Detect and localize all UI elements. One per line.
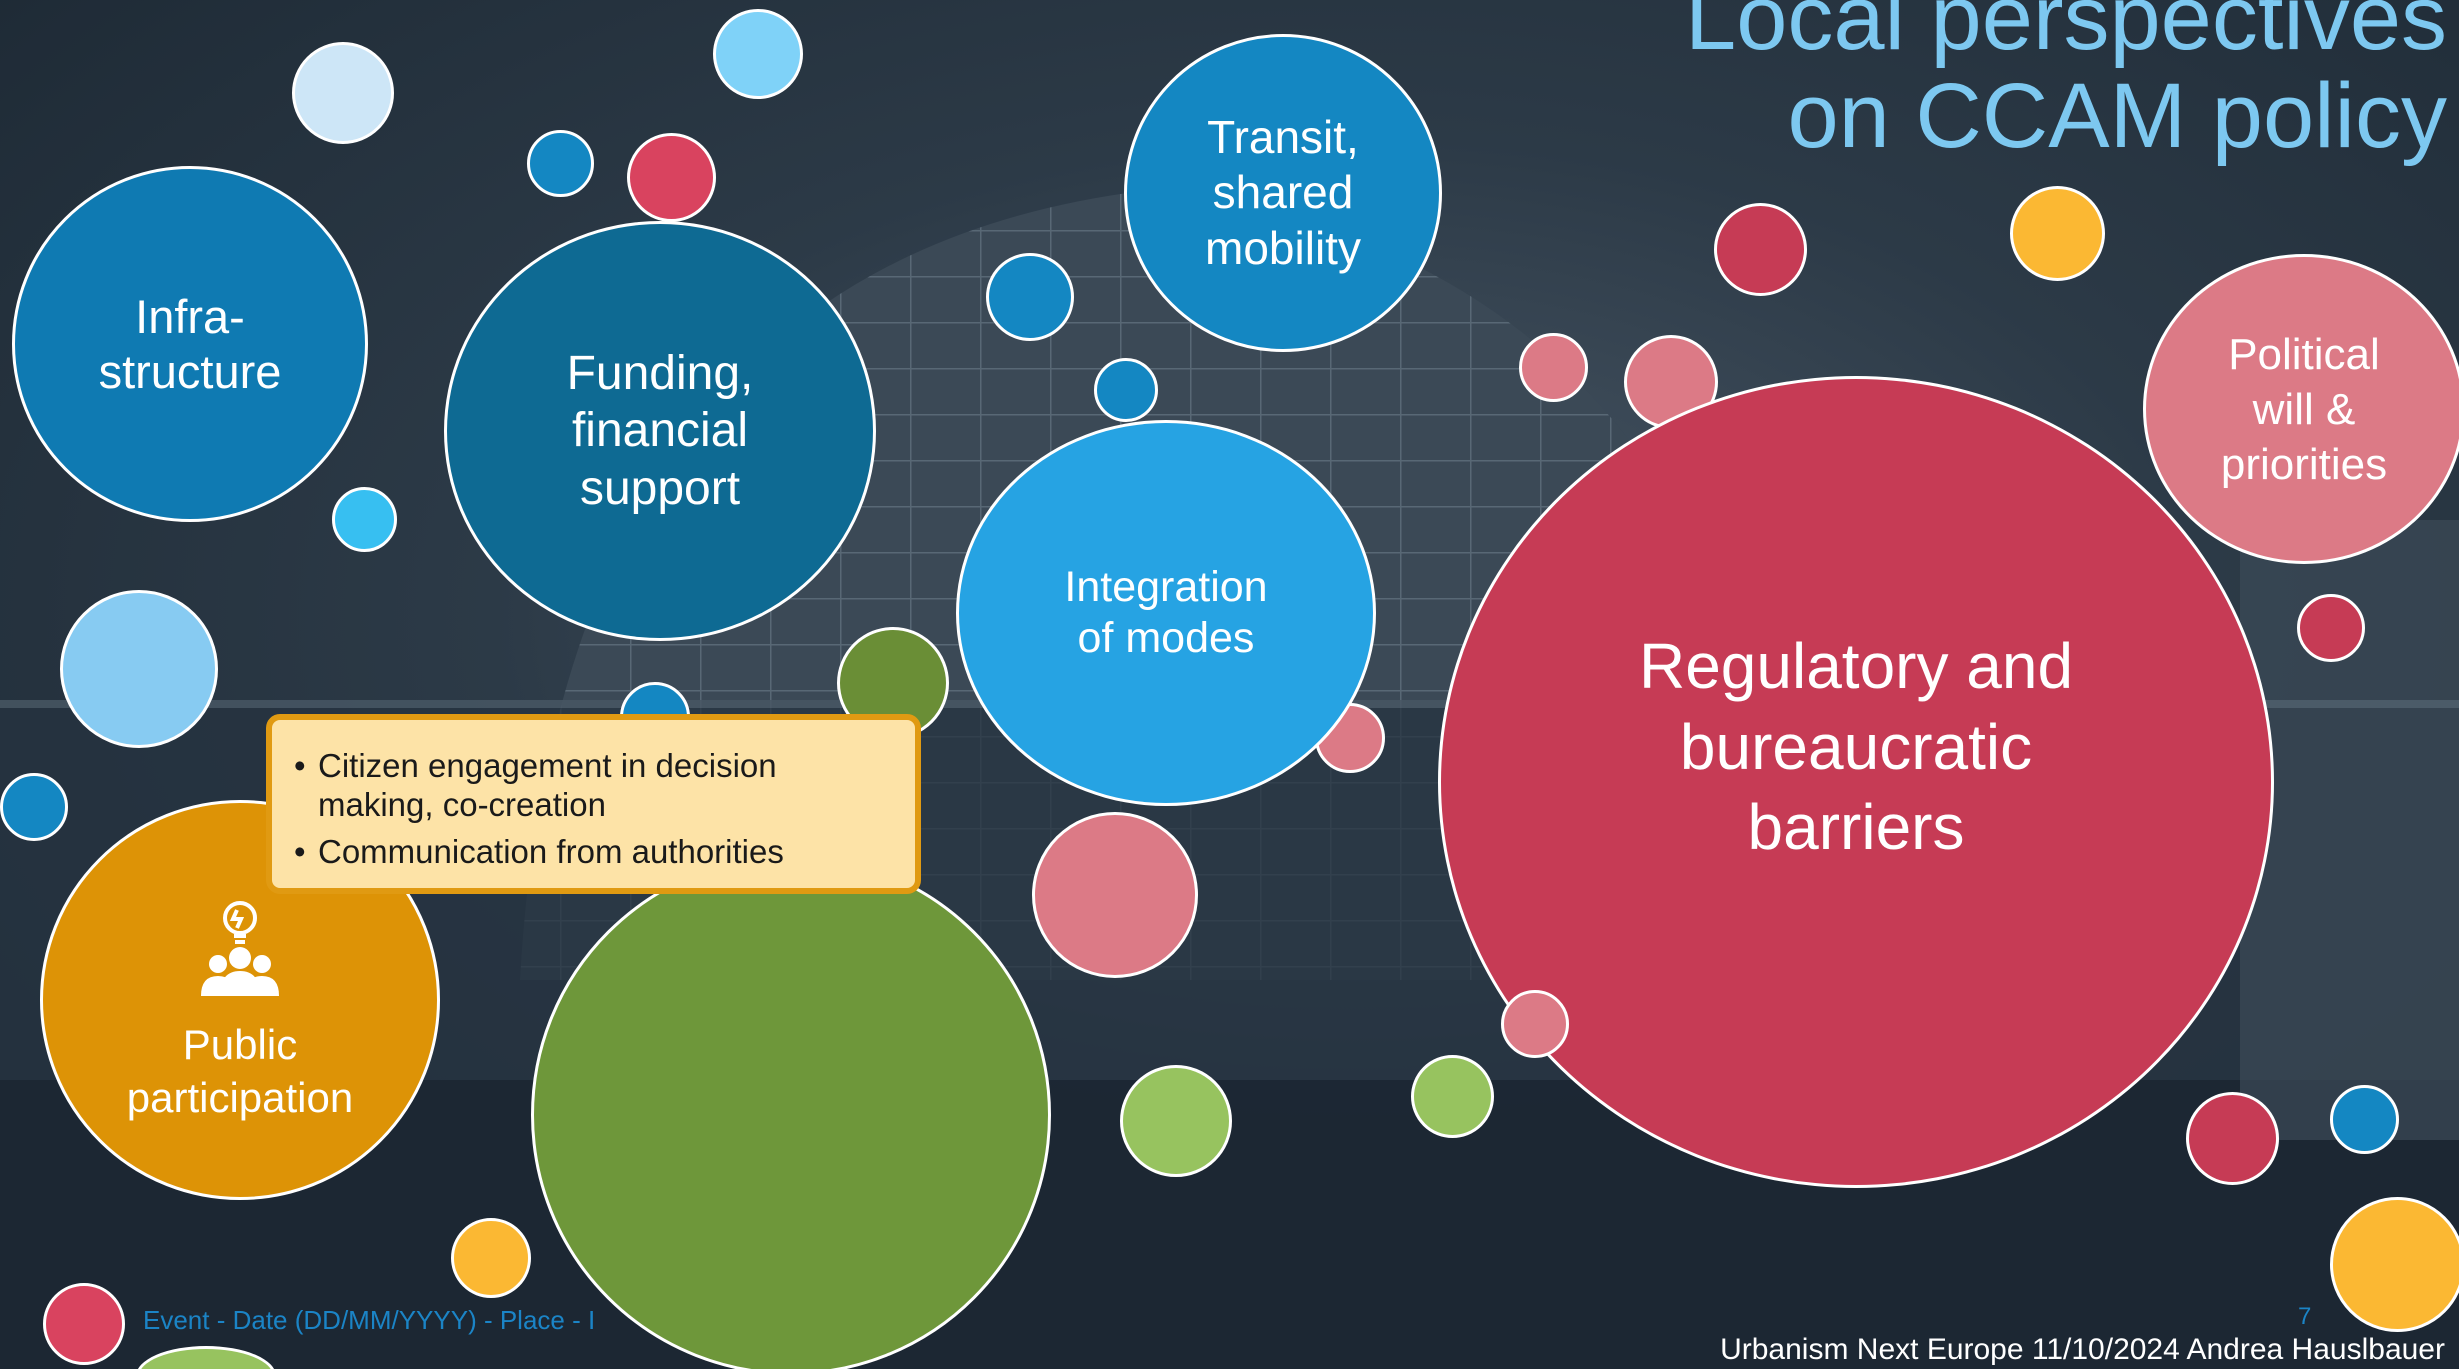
bubble-political-line-2: will & (2252, 384, 2356, 434)
bubble-integration-line-1: Integration (1064, 563, 1268, 612)
deco-bubble (2010, 186, 2105, 281)
deco-bubble (713, 9, 803, 99)
deco-bubble (527, 130, 594, 197)
bubble-funding-line-2: financial (571, 404, 749, 458)
footer-event-placeholder: Event - Date (DD/MM/YYYY) - Place - I (143, 1305, 596, 1335)
deco-bubble (1094, 358, 1158, 422)
deco-bubble (627, 133, 716, 222)
deco-bubble (1624, 335, 1718, 429)
deco-bubble (292, 42, 394, 144)
callout-list: Citizen engagement in decision making, c… (294, 746, 895, 871)
bubble-political: Political will & priorities (2143, 254, 2459, 564)
slide-title: Local perspectives on CCAM policy (1685, 0, 2447, 165)
deco-bubble (1411, 1055, 1494, 1138)
bubble-public-participation-line-1: Public (182, 1020, 298, 1068)
bubble-political-line-1: Political (2228, 329, 2380, 379)
deco-bubble (43, 1283, 125, 1365)
deco-bubble (2186, 1092, 2279, 1185)
title-line-1: Local perspectives (1685, 0, 2447, 69)
deco-bubble (2330, 1197, 2459, 1332)
bubble-funding-line-1: Funding, (566, 346, 754, 400)
bubble-political-line-3: priorities (2220, 439, 2388, 489)
callout-item: Citizen engagement in decision making, c… (294, 746, 895, 824)
deco-bubble (60, 590, 218, 748)
page-number: 7 (2298, 1303, 2312, 1330)
bubble-transit-line-2: shared (1212, 166, 1354, 219)
green-bubble (531, 855, 1051, 1369)
bubble-infrastructure: Infra- structure (12, 166, 368, 522)
footer-credit: Urbanism Next Europe 11/10/2024 Andrea H… (1720, 1333, 2445, 1366)
bubble-infrastructure-line-2: structure (98, 345, 282, 398)
deco-bubble (2297, 594, 2365, 662)
deco-bubble (1714, 203, 1807, 296)
deco-bubble (0, 773, 68, 841)
deco-bubble (451, 1218, 531, 1298)
deco-bubble (986, 253, 1074, 341)
deco-bubble (1519, 333, 1588, 402)
bubble-public-participation: Public participation (40, 800, 440, 1200)
bubble-infrastructure-line-1: Infra- (135, 289, 245, 343)
bubble-regulatory-line-3: barriers (1747, 791, 1965, 864)
bubble-funding-line-3: support (579, 461, 741, 515)
bubble-transit-line-1: Transit, (1207, 111, 1359, 164)
deco-bubble (2330, 1085, 2399, 1154)
deco-bubble (1120, 1065, 1232, 1177)
bubble-transit-line-3: mobility (1205, 221, 1361, 274)
bubble-integration-line-2: of modes (1077, 614, 1255, 662)
deco-bubble (1501, 990, 1569, 1058)
bubble-public-participation-line-2: participation (126, 1073, 354, 1121)
callout-box: Citizen engagement in decision making, c… (266, 714, 921, 894)
bubble-integration: Integration of modes (956, 420, 1376, 806)
bubble-regulatory-line-1: Regulatory and (1638, 630, 2074, 703)
lightbulb-group-icon (201, 900, 279, 996)
deco-bubble (1032, 812, 1198, 978)
callout-item: Communication from authorities (294, 832, 895, 871)
title-line-2: on CCAM policy (1787, 64, 2447, 167)
bubble-transit: Transit, shared mobility (1124, 34, 1442, 352)
bubble-regulatory: Regulatory and bureaucratic barriers (1438, 376, 2274, 1188)
bubble-regulatory-line-2: bureaucratic (1679, 710, 2033, 783)
bubble-funding: Funding, financial support (444, 221, 876, 641)
deco-bubble (332, 487, 397, 552)
